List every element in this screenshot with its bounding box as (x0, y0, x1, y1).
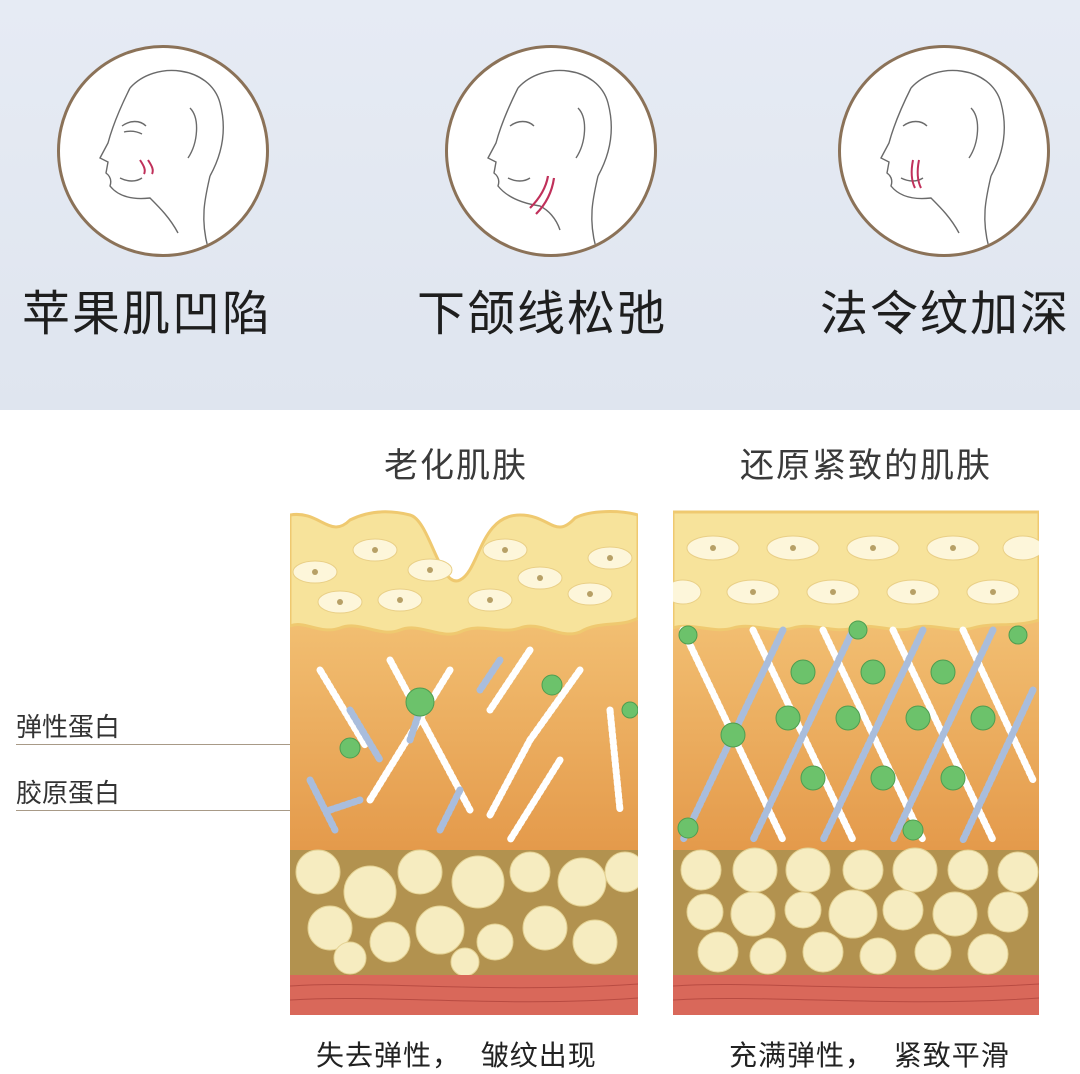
symptom-label-jawline: 下颌线松弛 (417, 286, 668, 342)
symptom-label-apple-cheek: 苹果肌凹陷 (22, 286, 273, 342)
aged-elastin-nodes (339, 674, 638, 759)
restored-epidermis-cells (673, 535, 1039, 605)
restored-muscle-layer (673, 975, 1039, 1015)
restored-epidermis-layer (673, 510, 1039, 632)
restored-fat-cells (680, 847, 1039, 975)
aged-fat-cells (295, 849, 638, 977)
collagen-label: 胶原蛋白 (16, 779, 121, 809)
aged-dermis-layer (290, 620, 638, 850)
aged-muscle-layer (290, 975, 638, 1015)
face-apple-cheek-sag-icon (57, 45, 269, 257)
restored-skin-title: 还原紧致的肌肤 (740, 446, 992, 486)
aged-skin-caption: 失去弹性， 皱纹出现 (316, 1039, 597, 1072)
restored-elastin-nodes (677, 620, 1028, 841)
aged-skin-cross-section (290, 510, 638, 1015)
restored-skin-cross-section (673, 510, 1039, 1015)
symptom-label-nasolabial: 法令纹加深 (820, 286, 1071, 342)
face-nasolabial-fold-icon (838, 45, 1050, 257)
collagen-pointer-line (16, 810, 290, 811)
aged-collagen-fibers (306, 646, 624, 844)
face-jawline-sag-icon (445, 45, 657, 257)
elastin-label: 弹性蛋白 (16, 713, 121, 743)
elastin-pointer-line (16, 744, 290, 745)
restored-skin-caption: 充满弹性， 紧致平滑 (729, 1039, 1010, 1072)
aged-skin-title: 老化肌肤 (384, 446, 528, 486)
